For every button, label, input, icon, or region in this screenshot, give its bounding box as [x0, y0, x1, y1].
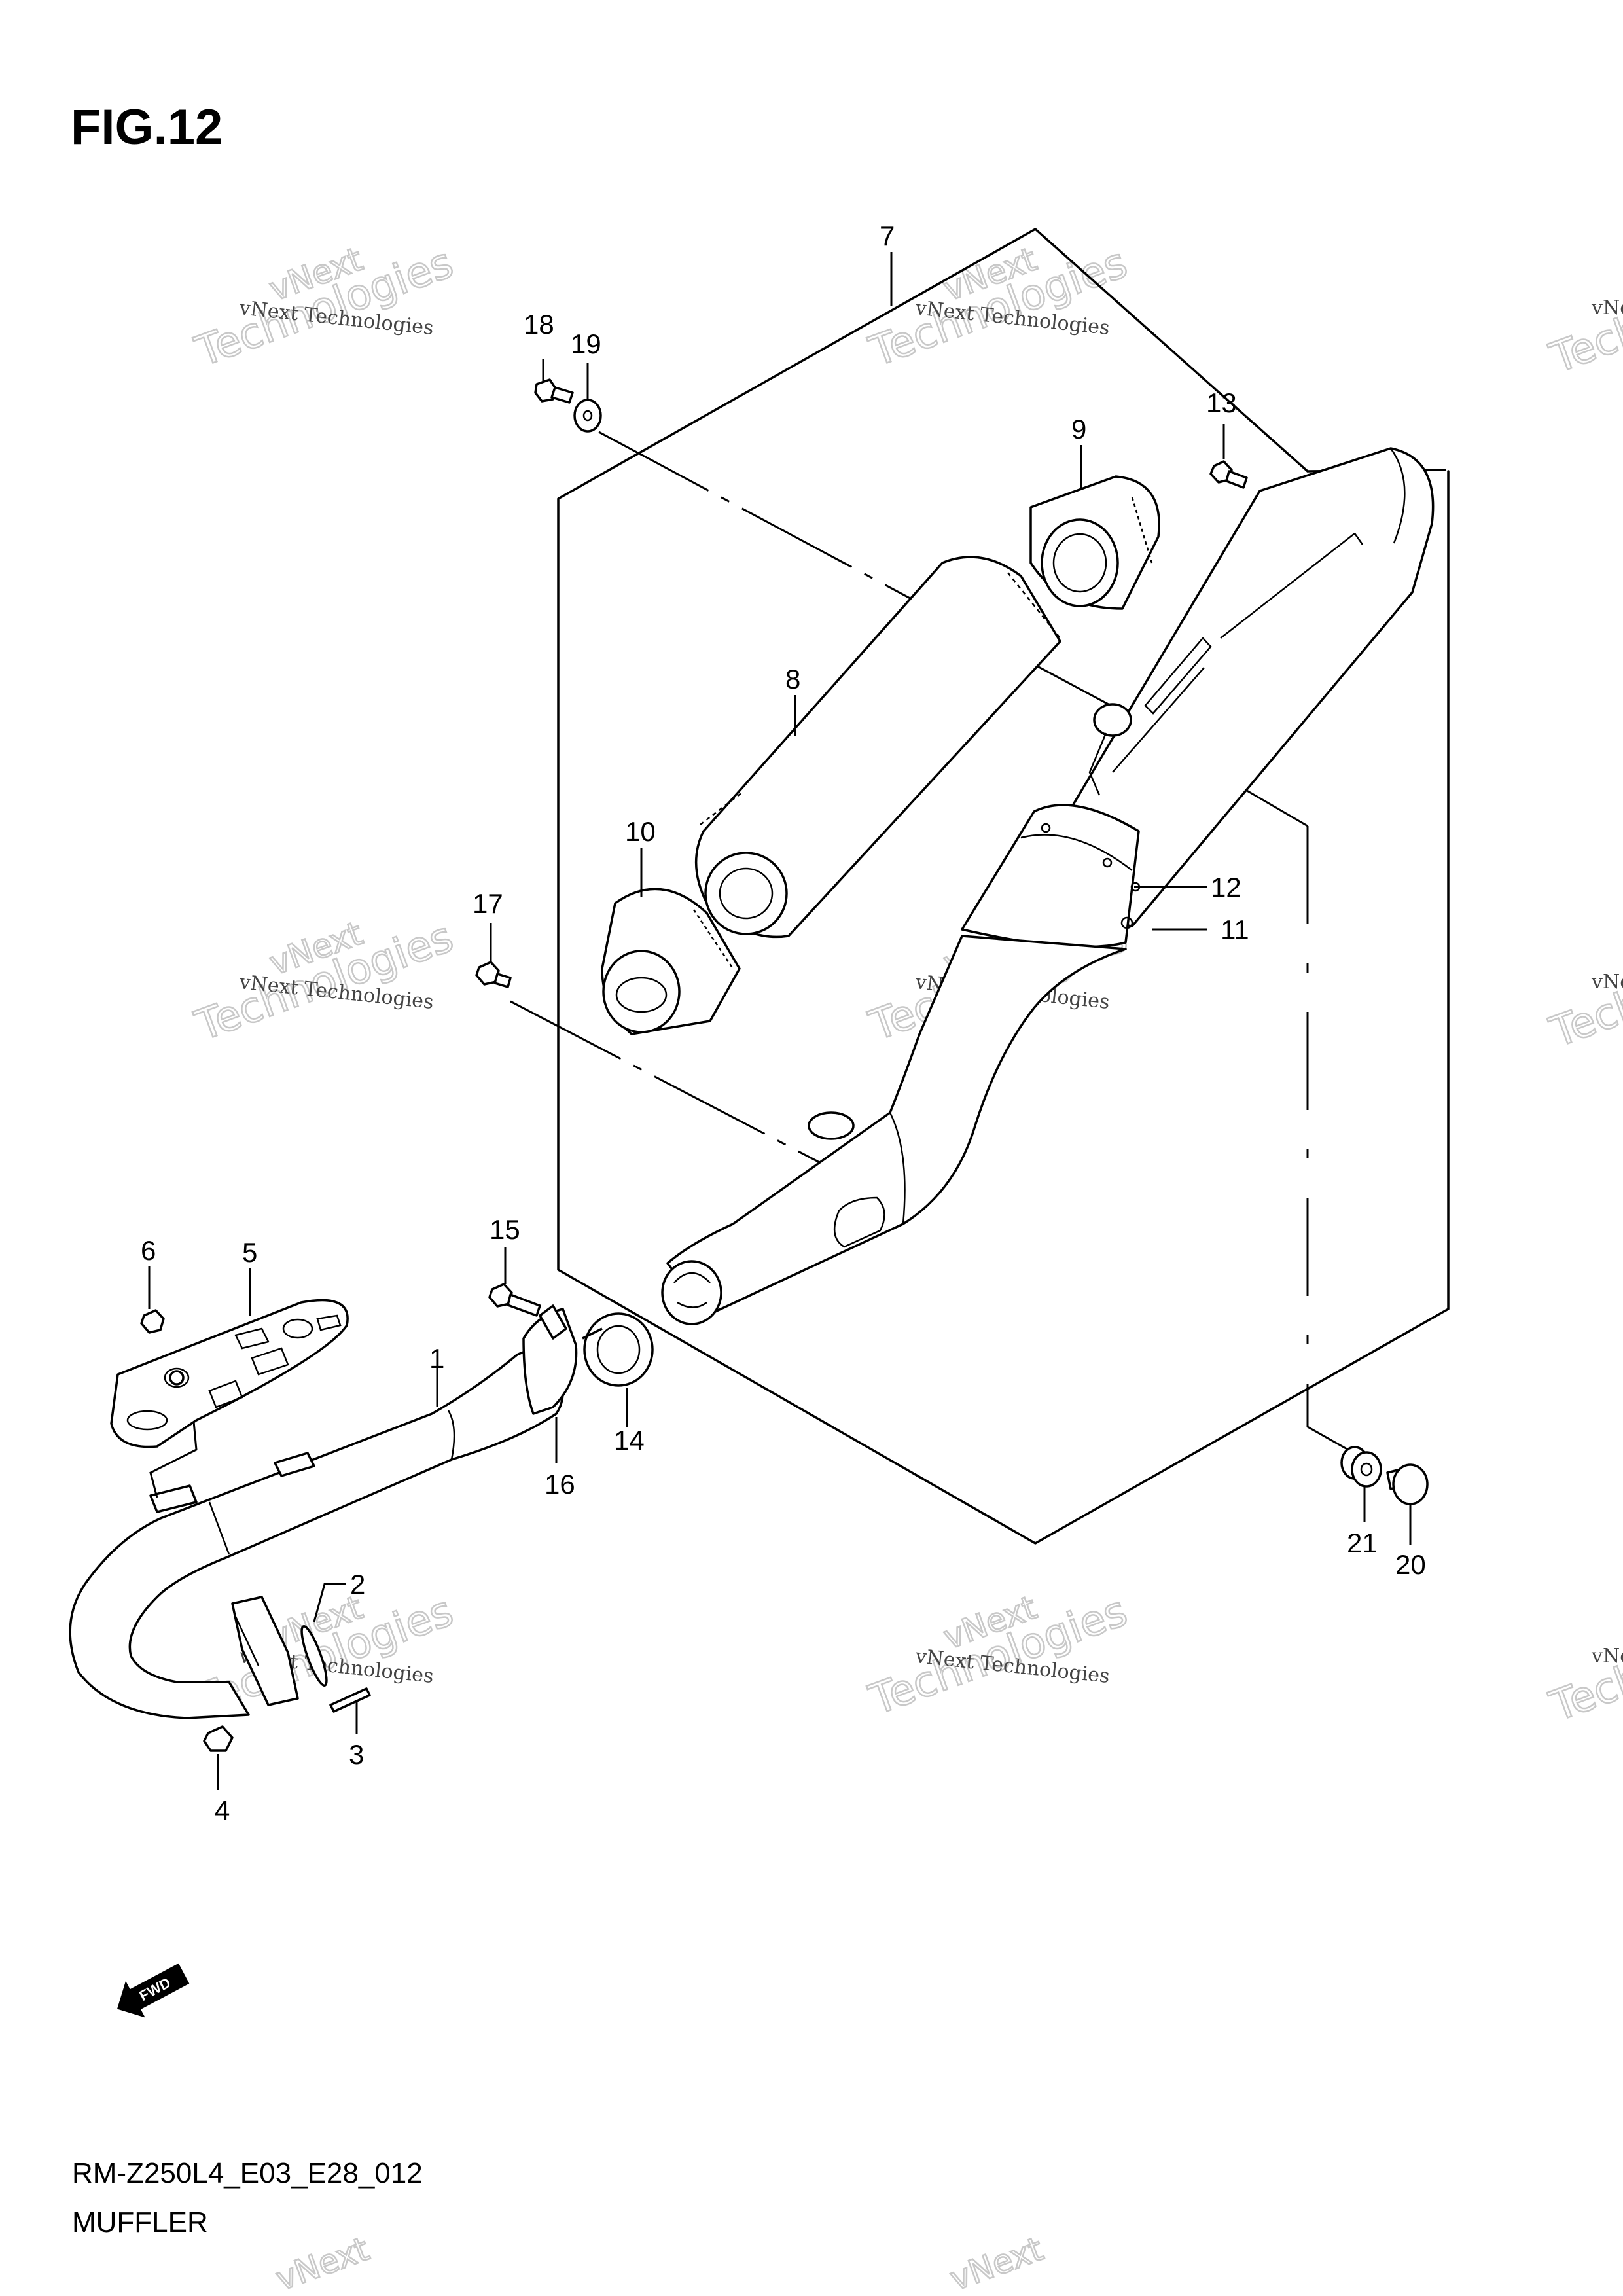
callout-7: 7 — [880, 221, 895, 251]
callout-14: 14 — [614, 1425, 645, 1456]
callout-1: 1 — [429, 1343, 444, 1374]
svg-text:Technologies: Technologies — [1544, 920, 1623, 1057]
callout-numbers: 7 9 8 10 13 12 11 18 19 17 15 6 5 1 14 1… — [141, 221, 1426, 1825]
svg-text:Technologies: Technologies — [1544, 245, 1623, 383]
part-5-heat-shield — [110, 1299, 349, 1498]
callout-4: 4 — [215, 1795, 230, 1825]
callout-11: 11 — [1221, 914, 1249, 945]
part-1-exhaust-pipe — [69, 1349, 564, 1790]
part-18-bolt — [534, 378, 574, 404]
svg-text:Technologies: Technologies — [1544, 1594, 1623, 1731]
callout-leaders — [148, 252, 1412, 1734]
fwd-arrow: FWD — [116, 1963, 190, 2018]
callout-2: 2 — [350, 1569, 365, 1600]
watermark-edge-1: vNext Technologies Technologies — [1543, 245, 1623, 384]
callout-10: 10 — [625, 816, 656, 847]
callout-21: 21 — [1347, 1528, 1378, 1558]
muffler-body — [661, 447, 1435, 1325]
watermark-3: vNext Technologies vNext Technologies — [188, 912, 460, 1052]
part-20-washer — [1386, 1463, 1429, 1505]
part-19-washer — [573, 399, 602, 433]
watermark-bottom: vNext vNext — [270, 2229, 1049, 2296]
callout-15: 15 — [490, 1214, 520, 1245]
watermark-2: vNext Technologies vNext Technologies — [863, 238, 1134, 378]
callout-9: 9 — [1071, 414, 1086, 444]
watermark-1: vNext Technologies vNext Technologies — [188, 238, 460, 378]
part-8-outer-cover — [694, 556, 1061, 939]
fwd-arrow-icon — [116, 1963, 190, 2018]
part-14-joint — [582, 1312, 654, 1387]
svg-text:vNext Technologies: vNext Technologies — [1591, 1645, 1623, 1668]
part-15-bolt — [488, 1283, 541, 1317]
callout-16: 16 — [544, 1469, 575, 1499]
part-16-clamp — [522, 1304, 578, 1415]
callout-18: 18 — [524, 309, 554, 340]
svg-text:vNext Technologies: vNext Technologies — [1591, 296, 1623, 319]
part-21-washer — [1340, 1446, 1382, 1488]
callout-19: 19 — [571, 329, 601, 359]
part-17-bolt — [475, 961, 512, 988]
svg-text:vNext Technologies: vNext Technologies — [1591, 971, 1623, 994]
drawing-code: RM-Z250L4_E03_E28_012 — [72, 2157, 423, 2189]
callout-6: 6 — [141, 1235, 156, 1266]
callout-5: 5 — [242, 1237, 257, 1268]
part-6-bolt — [140, 1309, 165, 1334]
watermark-6: vNext Technologies vNext Technologies — [863, 1587, 1134, 1726]
svg-text:vNext: vNext — [945, 2230, 1048, 2296]
part-10-cone-cap — [601, 888, 741, 1035]
section-name: MUFFLER — [72, 2206, 208, 2238]
part-9-cone-cap — [1029, 475, 1160, 610]
part-13-bolt — [1209, 460, 1248, 489]
callout-8: 8 — [785, 664, 800, 694]
callout-12: 12 — [1211, 872, 1241, 903]
callout-3: 3 — [349, 1739, 364, 1770]
callout-13: 13 — [1206, 387, 1237, 418]
figure-title: FIG.12 — [71, 99, 223, 155]
callout-17: 17 — [473, 888, 503, 919]
watermark-edge-2: vNext Technologies Technologies — [1543, 919, 1623, 1058]
callout-20: 20 — [1395, 1549, 1426, 1580]
watermark-edge-3: vNext Technologies Technologies — [1543, 1593, 1623, 1732]
svg-text:vNext: vNext — [271, 2230, 374, 2296]
